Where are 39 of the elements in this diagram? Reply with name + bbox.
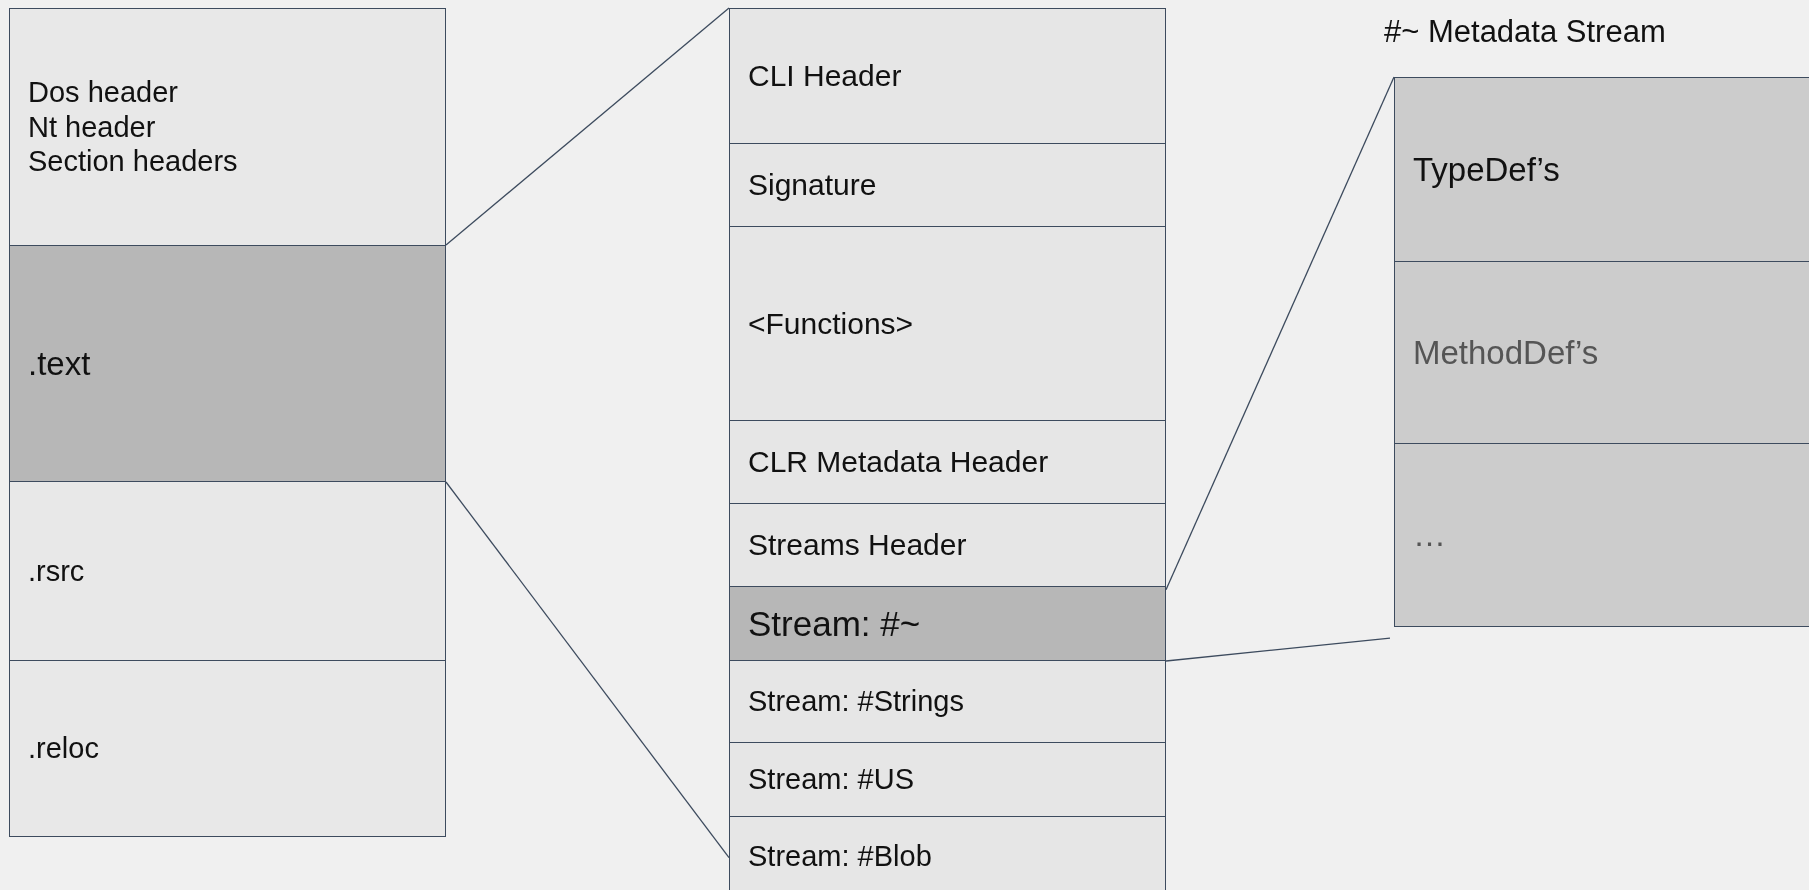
section-label: TypeDef’s — [1413, 149, 1561, 190]
panel-heading: #~ Metadata Stream — [1384, 14, 1666, 50]
section-block — [729, 226, 1166, 421]
section-block — [9, 481, 446, 661]
section-label: .reloc — [28, 731, 100, 766]
section-label: <Functions> — [748, 305, 915, 342]
section-label: Signature — [748, 167, 878, 203]
section-block — [1394, 261, 1809, 444]
section-label: Dos header — [28, 74, 179, 110]
section-label: Stream: #~ — [748, 602, 922, 645]
section-block — [1394, 77, 1809, 262]
section-label: CLR Metadata Header — [748, 444, 1050, 480]
section-label: CLI Header — [748, 58, 903, 94]
section-label: Stream: #US — [748, 762, 915, 797]
zoom-line — [1165, 637, 1391, 662]
section-block — [729, 586, 1166, 661]
section-label: Stream: #Blob — [748, 838, 933, 874]
section-label: Section headers — [28, 144, 239, 180]
section-block — [729, 8, 1166, 144]
zoom-line — [1165, 76, 1395, 591]
section-label: Stream: #Strings — [748, 684, 965, 719]
section-block — [729, 143, 1166, 227]
section-block — [9, 245, 446, 482]
section-block — [729, 420, 1166, 504]
section-label: Streams Header — [748, 527, 968, 563]
zoom-line — [445, 481, 730, 859]
section-block — [9, 660, 446, 837]
section-block — [9, 8, 446, 246]
section-block — [729, 742, 1166, 817]
zoom-line — [445, 7, 730, 246]
section-label: … — [1413, 515, 1447, 555]
section-block — [1394, 443, 1809, 627]
section-label: .text — [28, 343, 92, 384]
section-block — [729, 503, 1166, 587]
section-label: Nt header — [28, 109, 157, 145]
section-label: .rsrc — [28, 553, 86, 589]
section-label: MethodDef’s — [1413, 332, 1600, 373]
section-block — [729, 816, 1166, 890]
section-block — [729, 660, 1166, 743]
